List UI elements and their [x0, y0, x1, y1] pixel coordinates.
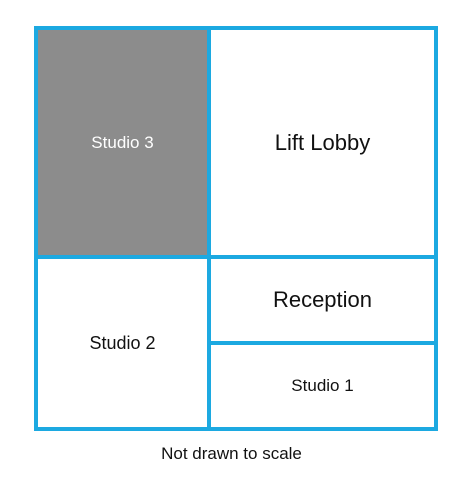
scale-caption: Not drawn to scale	[161, 444, 302, 463]
room-reception: Reception	[209, 257, 436, 343]
room-label-studio-1: Studio 1	[291, 376, 354, 395]
room-label-studio-2: Studio 2	[89, 332, 156, 353]
inner-wall-vertical	[207, 26, 211, 431]
outer-wall-top	[34, 26, 438, 30]
room-label-lift-lobby: Lift Lobby	[274, 129, 371, 155]
outer-wall-right	[434, 26, 438, 431]
inner-wall-horizontal-middle	[34, 255, 438, 259]
room-label-studio-3: Studio 3	[91, 132, 154, 152]
room-studio-3: Studio 3	[36, 28, 209, 257]
inner-wall-horizontal-right	[207, 341, 438, 345]
outer-wall-left	[34, 26, 38, 431]
room-studio-2: Studio 2	[36, 257, 209, 429]
room-lift-lobby: Lift Lobby	[209, 28, 436, 257]
outer-wall-bottom	[34, 427, 438, 431]
room-studio-1: Studio 1	[209, 343, 436, 429]
room-label-reception: Reception	[272, 287, 373, 312]
